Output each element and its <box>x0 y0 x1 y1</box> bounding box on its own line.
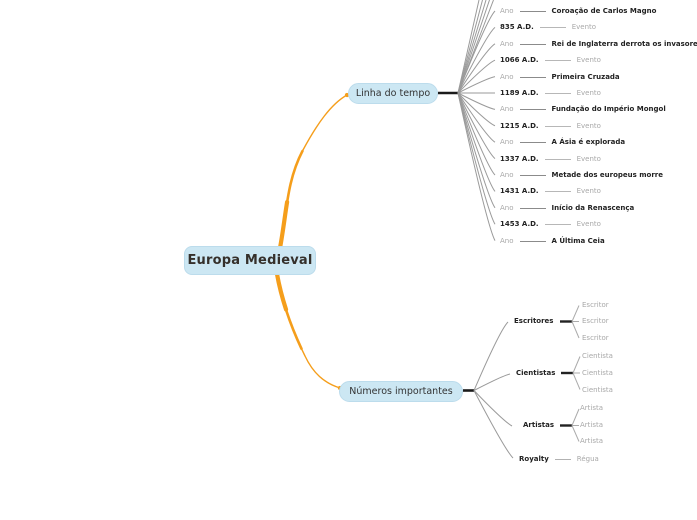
timeline-row: Ano Fundação do Império Mongol <box>500 103 666 115</box>
timeline-value-label[interactable]: 1453 A.D. <box>500 220 539 228</box>
timeline-field-label[interactable]: Evento <box>576 155 601 163</box>
row-connector-line <box>539 26 566 28</box>
row-connector-line <box>519 207 546 209</box>
leaf-label[interactable]: Artista <box>580 421 604 429</box>
timeline-field-label[interactable]: Evento <box>571 23 597 31</box>
timeline-field-label[interactable]: Evento <box>576 187 601 195</box>
timeline-value-label[interactable]: Metade dos europeus morre <box>551 171 664 179</box>
timeline-row: Ano Metade dos europeus morre <box>500 169 663 181</box>
timeline-row: Ano Rei de Inglaterra derrota os invasore… <box>500 38 697 50</box>
timeline-value-label[interactable]: Rei de Inglaterra derrota os invasores <box>551 40 697 48</box>
timeline-field-label[interactable]: Evento <box>576 122 601 130</box>
numbers-fan <box>463 321 514 459</box>
royalty-row: Royalty Régua <box>519 453 599 465</box>
timeline-field-label[interactable]: Ano <box>500 138 514 146</box>
timeline-row: 835 A.D. Evento <box>500 21 596 33</box>
timeline-row: 1337 A.D. Evento <box>500 153 601 165</box>
group-label-artistas[interactable]: Artistas <box>523 421 555 429</box>
timeline-row: 1453 A.D. Evento <box>500 218 601 230</box>
timeline-fan <box>438 0 496 241</box>
leaf-label[interactable]: Artista <box>580 437 604 445</box>
leaf-label[interactable]: Escritor <box>582 334 609 342</box>
branch-curve-bottom <box>274 271 343 391</box>
timeline-row: 1431 A.D. Evento <box>500 185 601 197</box>
row-connector-line <box>544 59 571 61</box>
row-connector-line <box>519 141 546 143</box>
leaf-label[interactable]: Cientista <box>582 352 613 360</box>
timeline-field-label[interactable]: Ano <box>500 7 514 15</box>
timeline-value-label[interactable]: Fundação do Império Mongol <box>551 105 666 113</box>
row-connector-line <box>554 458 571 460</box>
timeline-field-label[interactable]: Evento <box>576 220 601 228</box>
row-connector-line <box>519 174 546 176</box>
row-connector-line <box>544 125 571 127</box>
row-connector-line <box>544 190 571 192</box>
branch-curve-top <box>277 92 350 251</box>
leaf-label[interactable]: Escritor <box>582 301 609 309</box>
row-connector-line <box>519 76 546 78</box>
group-label-escritores[interactable]: Escritores <box>514 317 554 325</box>
timeline-field-label[interactable]: Ano <box>500 237 514 245</box>
timeline-row: Ano Primeira Cruzada <box>500 71 620 83</box>
group-label-cientistas[interactable]: Cientistas <box>516 369 556 377</box>
group-fans <box>560 305 581 442</box>
timeline-row: Ano Início da Renascença <box>500 202 634 214</box>
timeline-field-label[interactable]: Evento <box>576 89 601 97</box>
row-connector-line <box>519 43 546 45</box>
timeline-value-label[interactable]: 1189 A.D. <box>500 89 539 97</box>
timeline-value-label[interactable]: Início da Renascença <box>551 204 635 212</box>
timeline-value-label[interactable]: A Ásia é explorada <box>551 138 626 146</box>
row-connector-line <box>544 158 571 160</box>
timeline-row: Ano A Última Ceia <box>500 235 605 247</box>
row-connector-line <box>519 10 546 12</box>
row-connector-line <box>544 223 571 225</box>
leaf-label[interactable]: Artista <box>580 404 604 412</box>
timeline-value-label[interactable]: 1431 A.D. <box>500 187 539 195</box>
leaf-label[interactable]: Escritor <box>582 317 609 325</box>
timeline-row: 1066 A.D. Evento <box>500 54 601 66</box>
row-connector-line <box>519 108 546 110</box>
row-connector-line <box>544 92 571 94</box>
group-label-royalty[interactable]: Royalty <box>519 455 549 463</box>
timeline-field-label[interactable]: Ano <box>500 204 514 212</box>
leaf-label[interactable]: Régua <box>576 455 599 463</box>
row-connector-line <box>519 240 546 242</box>
timeline-field-label[interactable]: Ano <box>500 73 514 81</box>
timeline-value-label[interactable]: Primeira Cruzada <box>551 73 620 81</box>
timeline-field-label[interactable]: Ano <box>500 40 514 48</box>
timeline-field-label[interactable]: Ano <box>500 105 514 113</box>
timeline-row: 1215 A.D. Evento <box>500 120 601 132</box>
timeline-value-label[interactable]: 1066 A.D. <box>500 56 539 64</box>
timeline-field-label[interactable]: Evento <box>576 56 601 64</box>
timeline-value-label[interactable]: 835 A.D. <box>500 23 534 31</box>
branch-node-timeline[interactable]: Linha do tempo <box>348 83 438 104</box>
leaf-label[interactable]: Cientista <box>582 386 613 394</box>
timeline-row: 1189 A.D. Evento <box>500 87 601 99</box>
timeline-value-label[interactable]: A Última Ceia <box>551 237 605 245</box>
timeline-value-label[interactable]: 1215 A.D. <box>500 122 539 130</box>
root-node[interactable]: Europa Medieval <box>184 246 316 275</box>
timeline-value-label[interactable]: 1337 A.D. <box>500 155 539 163</box>
leaf-label[interactable]: Cientista <box>582 369 613 377</box>
branch-node-numbers[interactable]: Números importantes <box>339 381 463 402</box>
timeline-field-label[interactable]: Ano <box>500 171 514 179</box>
timeline-row: Ano Coroação de Carlos Magno <box>500 5 656 17</box>
timeline-value-label[interactable]: Coroação de Carlos Magno <box>551 7 657 15</box>
timeline-row: Ano A Ásia é explorada <box>500 136 625 148</box>
